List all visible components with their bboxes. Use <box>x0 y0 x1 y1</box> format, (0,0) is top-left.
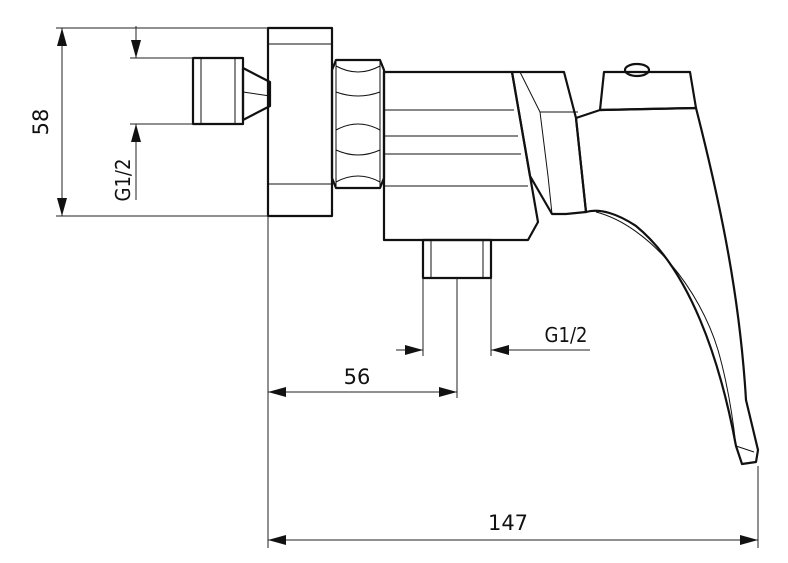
hex-nut <box>330 58 386 190</box>
outlet-offset-label: 56 <box>344 365 371 389</box>
height-dimension-label: 58 <box>29 109 53 136</box>
dimension-outlet-offset: 56 <box>267 216 458 548</box>
outlet-thread-label: G1/2 <box>545 323 588 347</box>
flange-body <box>266 26 334 218</box>
body-outline <box>382 70 540 242</box>
inlet-thread-label: G1/2 <box>111 159 135 202</box>
outlet-thread <box>421 238 493 280</box>
dimension-inlet-thread: G1/2 <box>111 26 193 201</box>
eccentric-link <box>241 66 272 122</box>
total-length-label: 147 <box>488 511 528 535</box>
outlet-thread-pipe <box>421 238 493 280</box>
handle-lever-body <box>574 106 760 466</box>
dimension-outlet-thread: G1/2 <box>396 278 590 356</box>
dimension-height: 58 <box>29 27 268 217</box>
lever-handle <box>574 62 760 466</box>
dimension-total-length: 147 <box>268 466 759 548</box>
mixer-body <box>382 70 540 242</box>
handle-cap-button <box>623 62 651 78</box>
cartridge-collar <box>510 70 588 216</box>
wall-flange <box>266 26 334 218</box>
wall-connector <box>191 56 272 126</box>
